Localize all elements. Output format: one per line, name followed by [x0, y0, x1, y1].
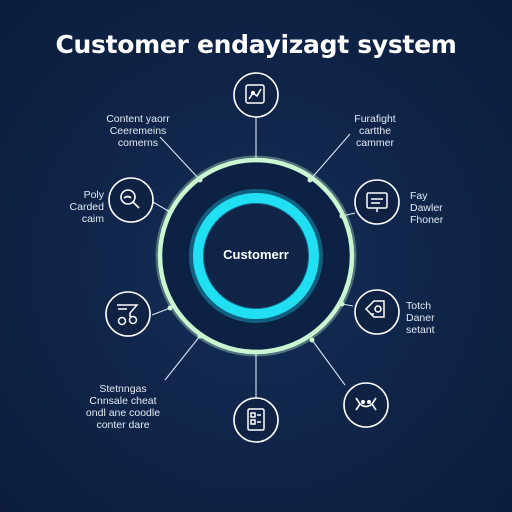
- connector-top-right: [309, 133, 351, 181]
- connector-bottom-right: [311, 339, 346, 386]
- magnifier-icon: [120, 189, 140, 209]
- report-chart-icon: [245, 84, 265, 104]
- diagram-title: Customer endayizagt system: [55, 30, 457, 59]
- monitor-chart-icon: [366, 192, 388, 212]
- node-bottom-right[interactable]: [343, 382, 389, 428]
- connector-lines: [151, 117, 356, 398]
- node-right-lower[interactable]: [354, 289, 400, 335]
- center-label: Customerr: [223, 247, 289, 262]
- node-bottom[interactable]: [233, 397, 279, 443]
- node-left-lower[interactable]: [105, 291, 151, 337]
- connector-left-lower: [151, 307, 171, 316]
- inner-ring: [193, 193, 319, 319]
- label-right-upper: Fay Dawler Fhoner: [410, 190, 444, 226]
- connector-bottom-left: [164, 335, 201, 381]
- label-bottom-left: Stetnngas Cnnsale cheat ondl ane coodle …: [85, 383, 161, 431]
- node-right-upper[interactable]: [354, 179, 400, 225]
- document-list-icon: [247, 408, 265, 431]
- handshake-icon: [355, 397, 377, 411]
- connector-left-upper: [152, 201, 171, 213]
- center-disc: [204, 204, 308, 308]
- label-top-left: Content yaorr Ceeremeins comerns: [106, 113, 170, 149]
- node-left-upper[interactable]: [108, 177, 154, 223]
- label-top-right: Furafight cartthe cammer: [354, 113, 396, 149]
- ring-dots: [167, 157, 345, 355]
- funnel-coins-icon: [117, 304, 139, 326]
- cash-ticket-icon: [364, 300, 385, 318]
- label-left-upper: Poly Carded caim: [69, 189, 104, 225]
- node-top[interactable]: [233, 72, 279, 118]
- connector-top-left: [159, 136, 201, 181]
- label-right-lower: Totch Daner setant: [406, 300, 435, 336]
